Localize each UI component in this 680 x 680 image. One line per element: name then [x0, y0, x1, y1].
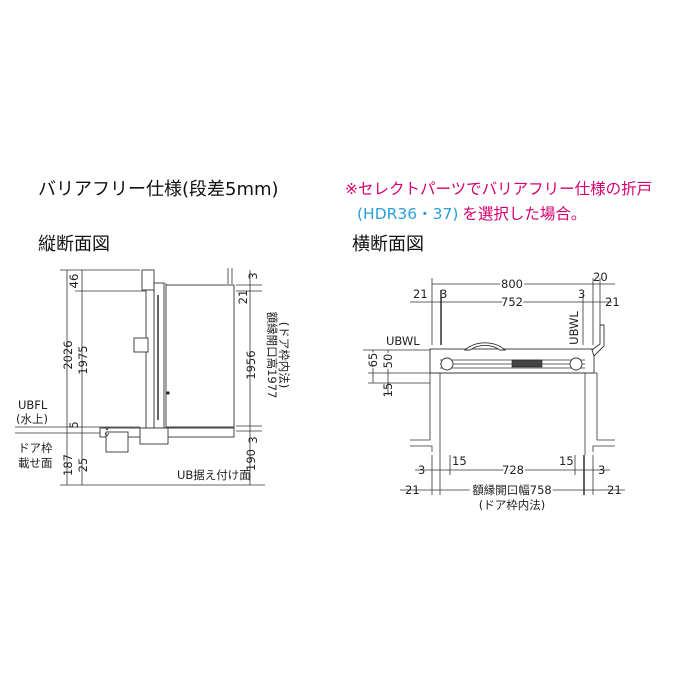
spec-title: バリアフリー仕様(段差5mm) [38, 179, 279, 200]
opening-height: 額縁開口高1977 [265, 312, 279, 399]
opening-height-note: (ドア枠内法) [277, 322, 291, 388]
dim-190: 190 [244, 449, 258, 471]
dim-20: 20 [593, 270, 608, 284]
horizontal-section-drawing [363, 278, 625, 495]
dim-5: 5 [67, 421, 81, 428]
dim-21-left-bottom: 21 [405, 483, 420, 497]
label-ubwl-right: UBWL [567, 311, 581, 345]
dim-21-right-top: 21 [605, 295, 620, 309]
dim-752: 752 [501, 295, 523, 309]
dim-1956: 1956 [244, 350, 258, 379]
dim-3-right-bottom: 3 [598, 463, 605, 477]
note-line-2-rest: を選択した場合。 [462, 205, 586, 223]
dim-3-right-top: 3 [578, 287, 585, 301]
dim-46: 46 [67, 274, 81, 289]
dim-21-left-top: 21 [413, 287, 428, 301]
dim-15-b: 15 [559, 454, 574, 468]
dim-187: 187 [61, 454, 75, 476]
note-line-2: (HDR36・37)を選択した場合。 [357, 205, 586, 223]
dim-65: 65 [366, 353, 380, 368]
note-product-code: (HDR36・37) [357, 205, 458, 223]
label-frame-surface-1: ドア枠 [18, 441, 53, 455]
dim-2026: 2026 [61, 340, 75, 369]
dim-3-bottom: 3 [246, 436, 260, 443]
dim-15-a: 15 [452, 454, 467, 468]
opening-width: 額縁開口幅758 [472, 483, 551, 497]
vertical-section-drawing [15, 268, 265, 486]
dim-21: 21 [236, 290, 250, 305]
dim-800: 800 [501, 277, 523, 291]
dim-728: 728 [502, 463, 524, 477]
horizontal-section-heading: 横断面図 [352, 234, 424, 255]
dim-25: 25 [76, 458, 90, 473]
dim-3-left-bottom: 3 [418, 463, 425, 477]
dim-3-top: 3 [246, 272, 260, 279]
dim-15-left: 15 [381, 383, 395, 398]
vertical-section-heading: 縦断面図 [38, 234, 110, 255]
dim-50: 50 [381, 354, 395, 369]
dim-1975: 1975 [76, 345, 90, 374]
label-ubwl-left: UBWL [386, 334, 420, 348]
label-ubfl-sub: (水上) [16, 412, 48, 426]
label-frame-surface-2: 載せ面 [18, 456, 53, 470]
dim-21-right-bottom: 21 [607, 483, 622, 497]
label-ubfl: UBFL [18, 398, 48, 412]
label-ub-install-surface: UB据え付け面 [177, 468, 251, 482]
opening-width-note: (ドア枠内法) [479, 498, 545, 512]
dim-3-left-top: 3 [440, 287, 447, 301]
note-line-1: ※セレクトパーツでバリアフリー仕様の折戸 [345, 180, 652, 198]
